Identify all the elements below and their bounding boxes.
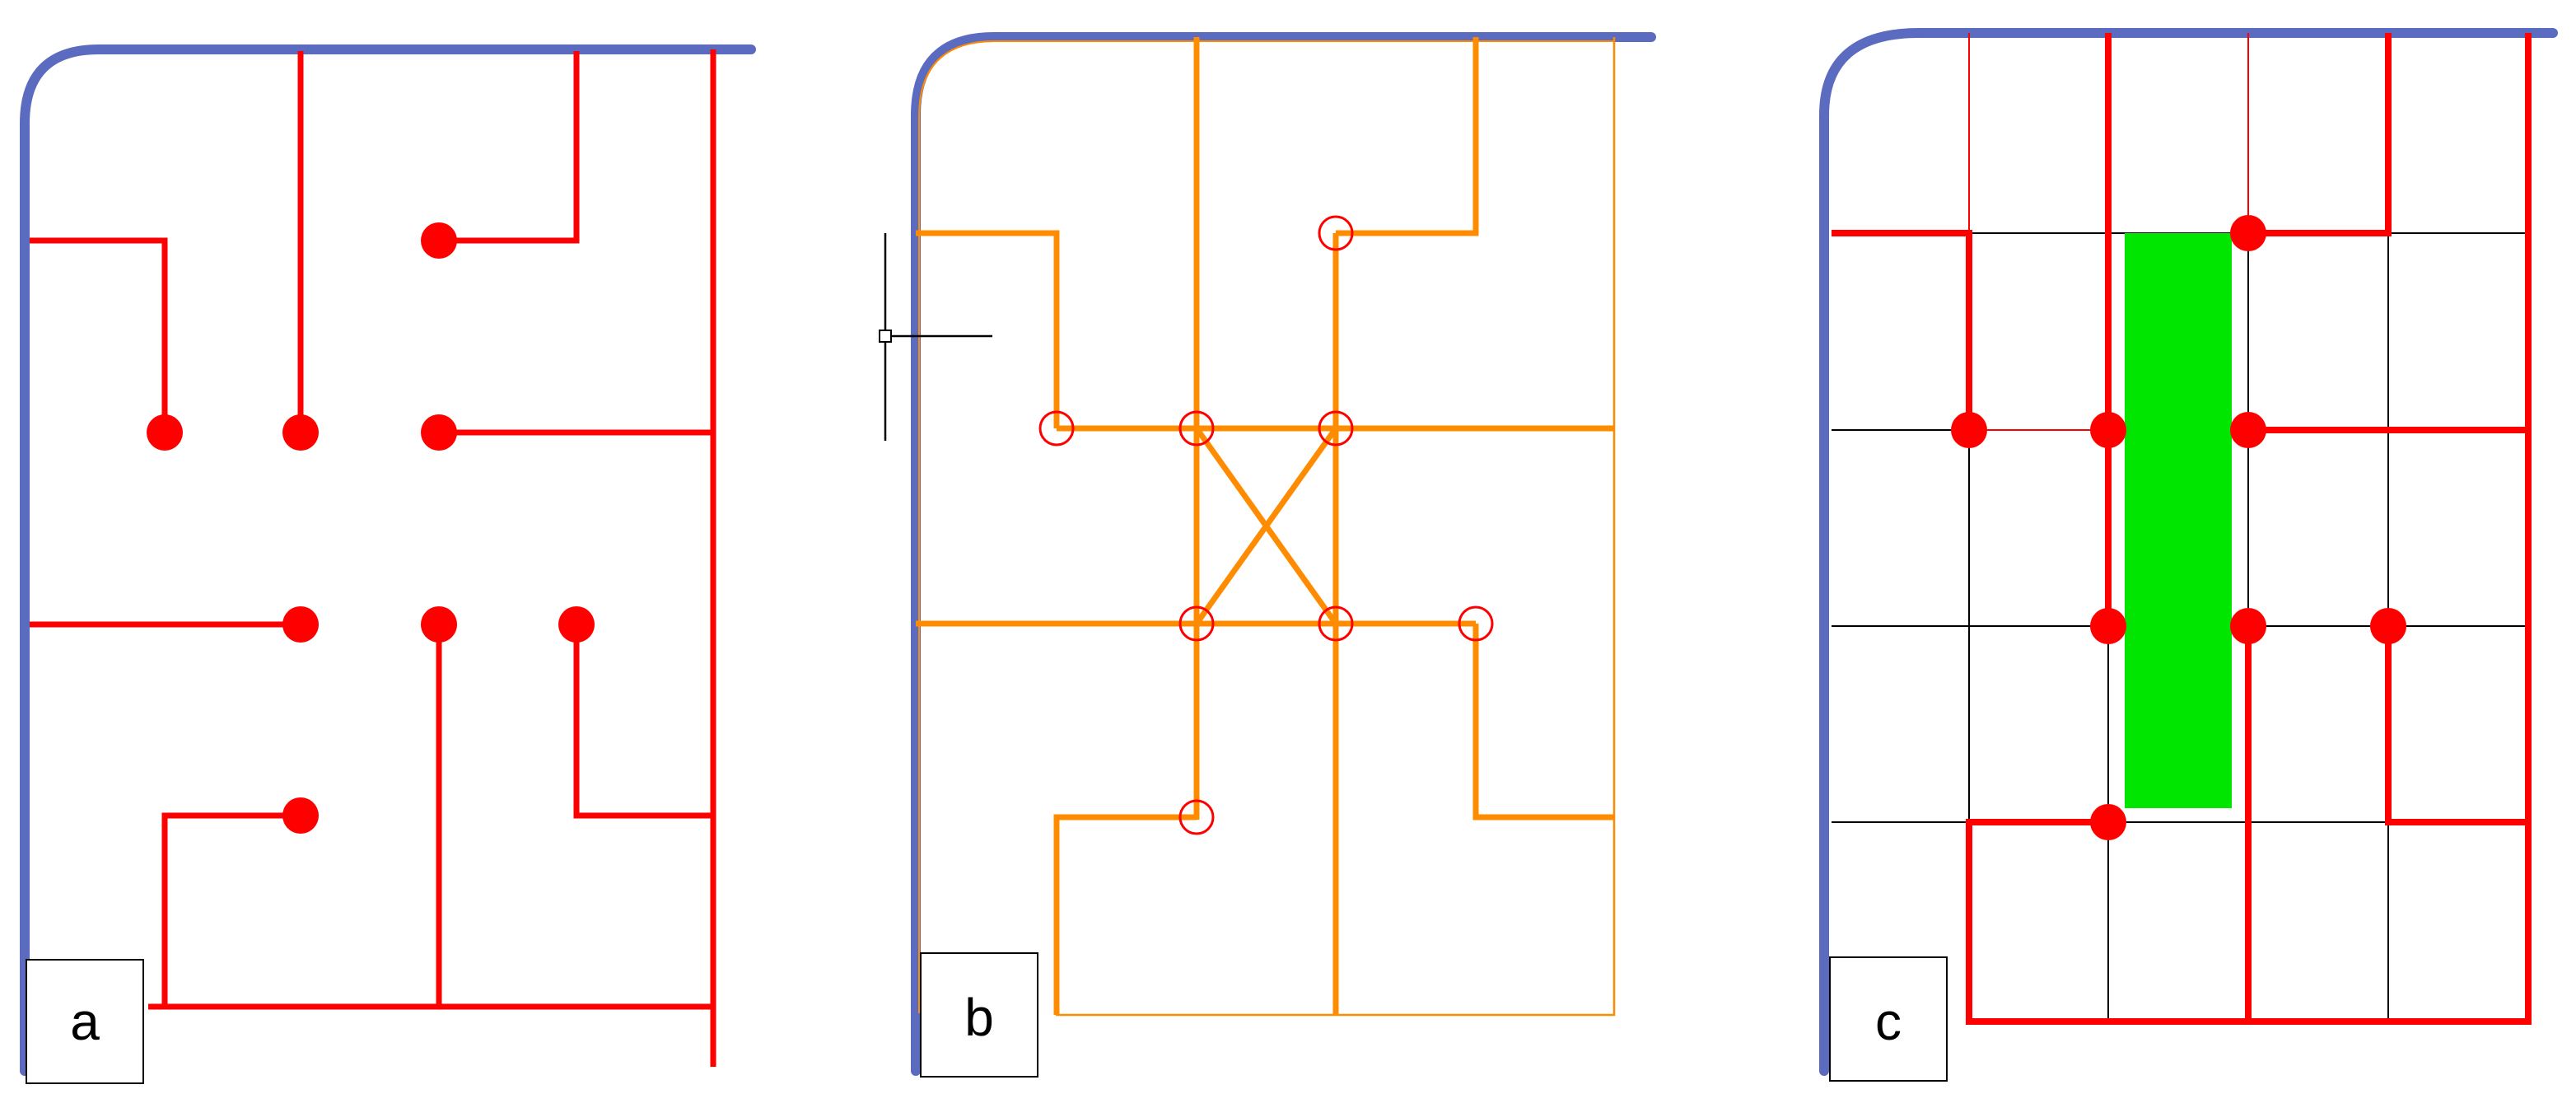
panel-b-route-right-loop	[1472, 624, 1614, 820]
panel-b-pin	[1038, 410, 1075, 446]
panel-b-label-text: b	[964, 988, 994, 1047]
panel-a-nodes	[147, 222, 595, 834]
panel-b-pin	[1178, 799, 1215, 835]
panel-c-node	[2370, 608, 2406, 644]
panel-c-wire	[1966, 33, 2532, 1025]
panel-c: c	[1819, 28, 2558, 1082]
panel-a-wire-bottom-left	[161, 812, 301, 1007]
panel-b-pin	[1178, 605, 1215, 642]
panel-c-highlight-region	[2125, 233, 2232, 808]
panel-b-routing	[916, 37, 1614, 1015]
panel-c-node	[2230, 608, 2266, 644]
panel-c-node	[2090, 608, 2126, 644]
panel-b-route-bottom-left	[1053, 814, 1197, 1015]
panel-c-boundary	[1819, 28, 2558, 1076]
panel-c-node	[2230, 215, 2266, 251]
panel-c-node	[1951, 412, 1987, 448]
panel-b-pin	[1178, 410, 1215, 446]
panel-a-node	[421, 606, 457, 643]
panel-c-node	[2230, 412, 2266, 448]
panel-b-boundary	[911, 32, 1656, 1076]
panel-a-label-text: a	[70, 992, 100, 1051]
panel-b: b	[879, 32, 1656, 1078]
panel-b-route-cross-2	[1194, 426, 1338, 626]
panel-c-wire	[2385, 626, 2528, 825]
panel-a: a	[20, 44, 756, 1084]
panel-b-pin	[1318, 605, 1354, 642]
panel-a-wiring	[30, 49, 716, 1067]
panel-c-wire	[1832, 230, 1972, 430]
panel-a-node	[282, 414, 319, 451]
panel-b-label: b	[920, 952, 1038, 1078]
panel-b-pin	[1458, 605, 1494, 642]
panel-b-pin	[1318, 215, 1354, 251]
panel-a-node	[147, 414, 183, 451]
panel-c-wiring	[1832, 33, 2532, 1025]
panel-b-boundary-trace	[918, 40, 1614, 1013]
panel-a-wire-left-top	[30, 237, 168, 432]
panel-a-wire-right-loop	[573, 624, 713, 819]
panel-c-thin-wires	[1968, 33, 2249, 233]
panel-b-pins	[1038, 215, 1494, 835]
panel-b-route-top-right	[1336, 37, 1479, 236]
panel-b-outline	[1056, 37, 1616, 1017]
panel-c-wire	[2248, 33, 2392, 236]
panel-a-node	[421, 414, 457, 451]
panel-b-route-left-top	[916, 230, 1060, 428]
crosshair-cursor-icon	[879, 233, 992, 441]
panel-a-label: a	[26, 959, 144, 1084]
panel-a-node	[282, 797, 319, 834]
panel-a-node	[282, 606, 319, 643]
panel-c-node	[2090, 412, 2126, 448]
panel-c-label-text: c	[1875, 992, 1902, 1051]
panel-b-pin	[1318, 410, 1354, 446]
panel-a-boundary	[20, 44, 756, 1076]
panel-a-node	[421, 222, 457, 259]
panel-a-node	[558, 606, 595, 643]
panel-c-node	[2090, 804, 2126, 840]
panel-c-label: c	[1829, 956, 1948, 1082]
panel-c-nodes	[1951, 215, 2406, 840]
panel-a-wire-top-2	[439, 51, 580, 244]
